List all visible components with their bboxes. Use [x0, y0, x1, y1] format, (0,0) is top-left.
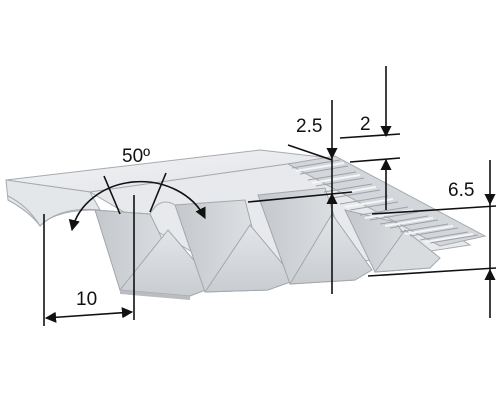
rib-label: 2 — [360, 114, 371, 135]
tooth-3 — [257, 187, 373, 285]
angle-dimension: 50º — [68, 146, 206, 232]
tooth-4 — [344, 209, 441, 273]
tooth-height-label: 2.5 — [296, 116, 322, 137]
tooth-1 — [94, 209, 217, 300]
pitch-label: 10 — [76, 289, 97, 310]
belt-height-dimension: 6.5 — [367, 160, 497, 318]
belt-left-profile — [7, 195, 176, 227]
rib-dimension: 2 — [339, 66, 401, 210]
angle-label: 50º — [122, 146, 150, 167]
belt-height-label: 6.5 — [448, 180, 474, 201]
tooth-height-dimension: 2.5 — [247, 100, 353, 294]
pitch-dimension: 10 — [43, 195, 135, 326]
